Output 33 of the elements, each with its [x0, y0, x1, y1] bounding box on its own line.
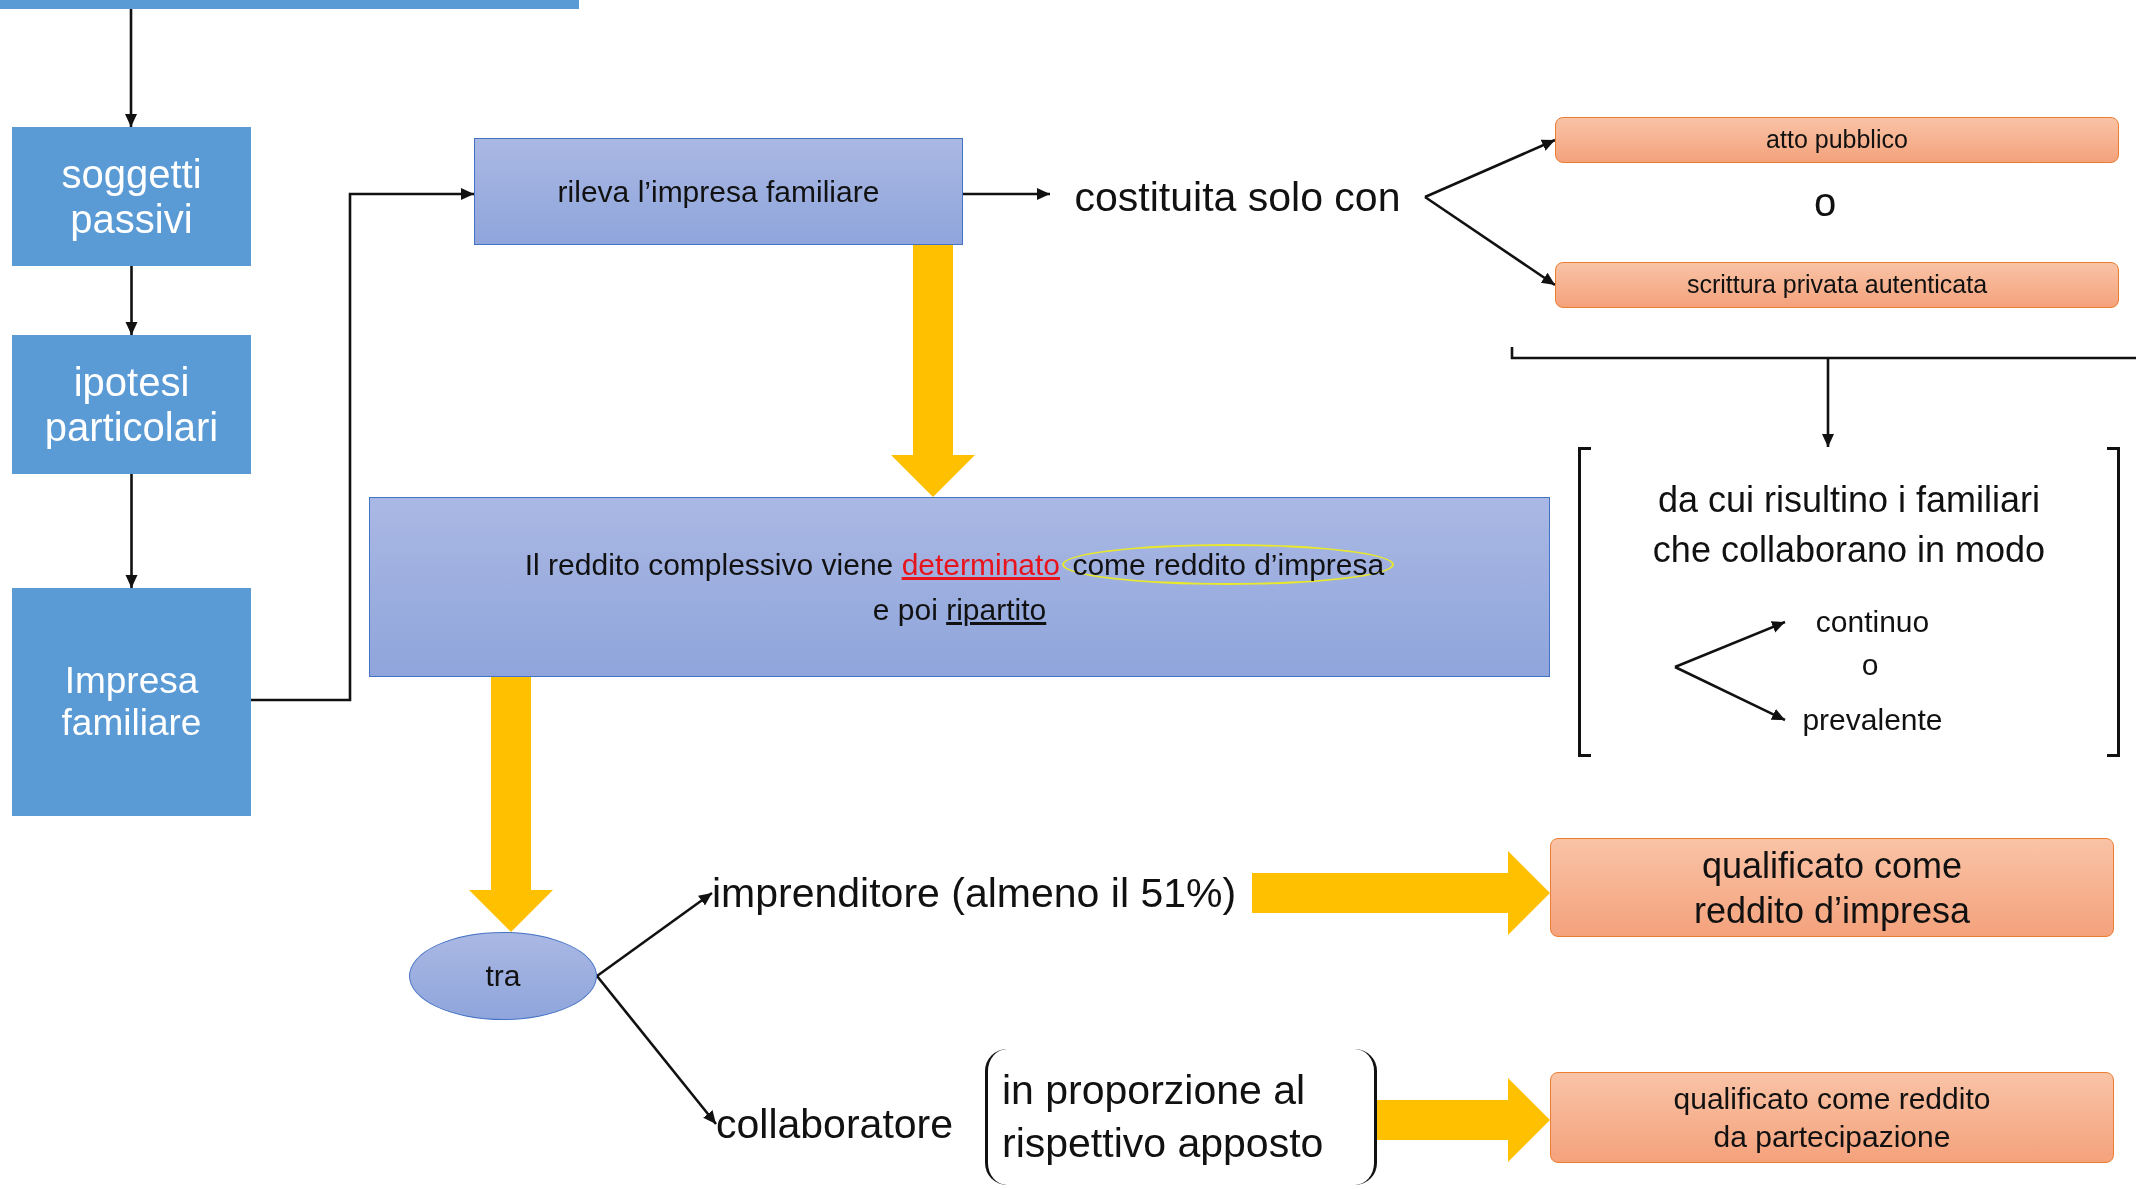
box-label: soggetti passivi [60, 151, 203, 242]
box-label: atto pubblico [1766, 124, 1908, 156]
connector-word: o [1812, 180, 1838, 225]
process-box [12, 588, 251, 816]
body-text: Il reddito complessivo viene [524, 548, 894, 581]
process-box [474, 138, 963, 245]
statement-text: imprenditore (almeno il 51%) [712, 869, 1237, 917]
statement-text: continuo [1815, 604, 1930, 640]
box-label: da cui risultino i familiari che collaborano in modo [1651, 478, 2047, 573]
box-label: Impresa familiare [60, 660, 203, 744]
box-label: rileva l’impresa familiare [557, 174, 880, 209]
result-box [1555, 117, 2119, 163]
box-label: scrittura privata autenticata [1686, 269, 1988, 301]
process-box [369, 497, 1550, 677]
header-bar [0, 0, 579, 9]
result-box [1550, 1072, 2114, 1163]
connector-word: o [1860, 648, 1880, 682]
box-label: qualificato come reddito d’impresa [1692, 843, 1972, 933]
statement-text: collaboratore [716, 1100, 954, 1148]
box-label: qualificato come reddito da partecipazione [1672, 1081, 1992, 1155]
box-label: ipotesi particolari [43, 359, 220, 450]
box-label: tra [485, 959, 521, 993]
process-box [12, 127, 251, 266]
result-box [1550, 838, 2114, 937]
statement-text: prevalente [1802, 702, 1943, 738]
statement-text: costituita solo con [1074, 173, 1401, 221]
emphasized-term: determinato [901, 548, 1061, 581]
circled-phrase: come reddito d’impresa [1062, 544, 1395, 585]
body-text: e poi [872, 593, 938, 626]
box-label: in proporzione al rispettivo apposto [1002, 1065, 1325, 1168]
underlined-term: ripartito [946, 593, 1047, 626]
process-box [12, 335, 251, 474]
result-box [1555, 262, 2119, 308]
